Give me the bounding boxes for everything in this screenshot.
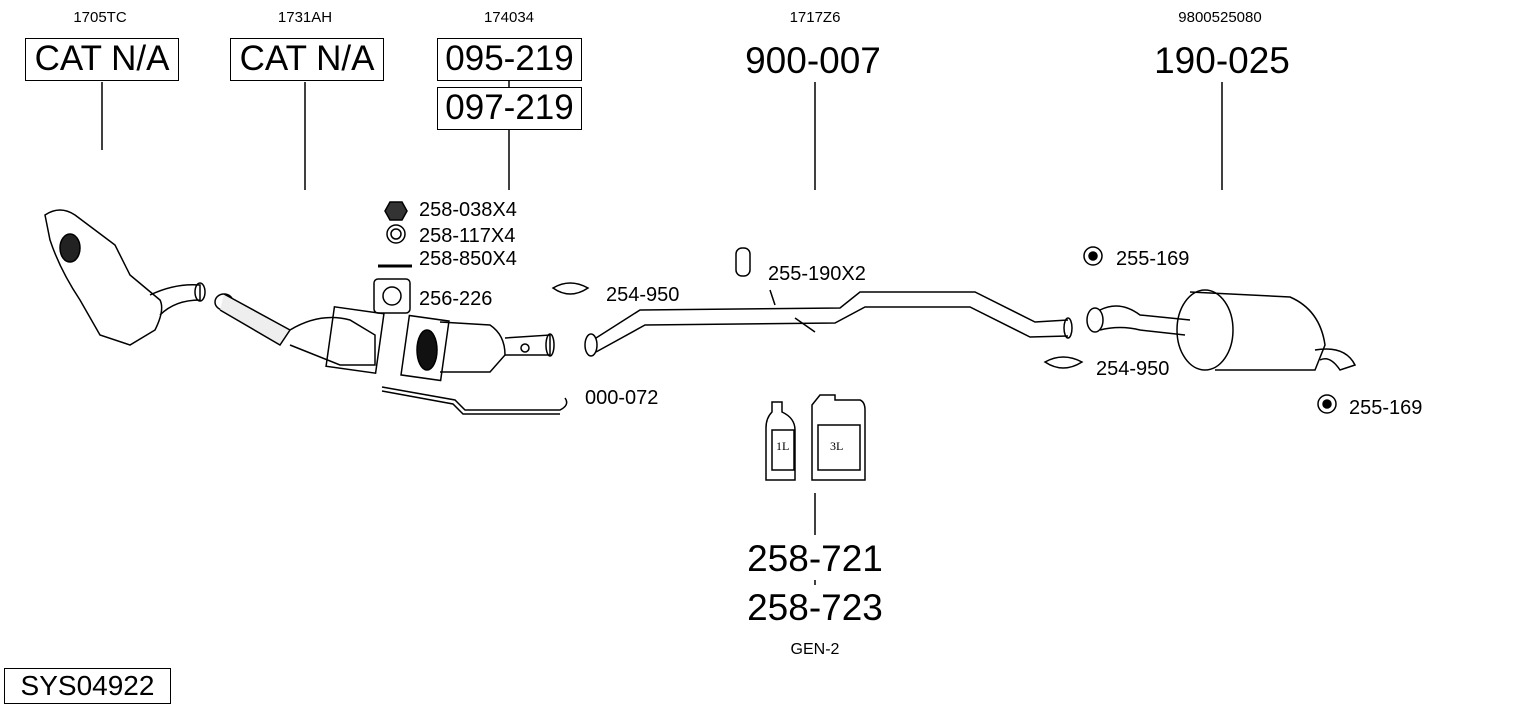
fluid-part-number-alt[interactable]: 258-723 — [747, 587, 883, 628]
middle-pipe-900-007-drawing — [584, 289, 1073, 357]
part-box-2[interactable]: CAT N/A — [230, 38, 384, 81]
hanger-mid-label[interactable]: 255-190X2 — [768, 263, 866, 285]
nut-label[interactable]: 258-038X4 — [419, 199, 517, 221]
leader-lines — [101, 80, 1223, 585]
fluid-bottles-drawing — [765, 394, 866, 481]
bottle-large-label: 3L — [830, 439, 844, 453]
catalyst-1705TC-drawing — [44, 209, 206, 346]
bolt-label[interactable]: 258-850X4 — [419, 248, 517, 270]
washer-label[interactable]: 258-117X4 — [419, 225, 516, 247]
hanger-rear-top-label[interactable]: 255-169 — [1116, 248, 1190, 270]
bottle-small-label: 1L — [776, 439, 790, 453]
code-label-4: 1717Z6 — [789, 9, 841, 26]
code-label-5: 9800525080 — [1178, 9, 1262, 26]
part-box-3-alt[interactable]: 097-219 — [437, 87, 582, 130]
dpf-174034-drawing — [400, 314, 555, 382]
hanger-rear-bottom-label[interactable]: 255-169 — [1349, 397, 1423, 419]
catalyst-1731AH-drawing — [214, 293, 385, 375]
sensor-000-072-drawing — [381, 386, 568, 415]
fluid-note: GEN-2 — [790, 641, 840, 658]
sensor-label[interactable]: 000-072 — [585, 387, 659, 409]
fluid-part-number[interactable]: 258-721 — [747, 538, 883, 579]
part-box-3[interactable]: 095-219 — [437, 38, 582, 81]
gasket-label[interactable]: 256-226 — [419, 288, 493, 310]
clamp-front-label[interactable]: 254-950 — [606, 284, 680, 306]
rear-muffler-190-025-drawing — [1086, 289, 1357, 371]
system-id-box: SYS04922 — [4, 668, 171, 704]
part-number-4[interactable]: 900-007 — [745, 40, 881, 81]
code-label-3: 174034 — [483, 9, 535, 26]
code-label-2: 1731AH — [277, 9, 333, 26]
hardware-drawings — [373, 201, 1337, 414]
clamp-rear-label[interactable]: 254-950 — [1096, 358, 1170, 380]
part-box-1[interactable]: CAT N/A — [25, 38, 179, 81]
part-number-5[interactable]: 190-025 — [1154, 40, 1290, 81]
code-label-1: 1705TC — [73, 9, 127, 26]
